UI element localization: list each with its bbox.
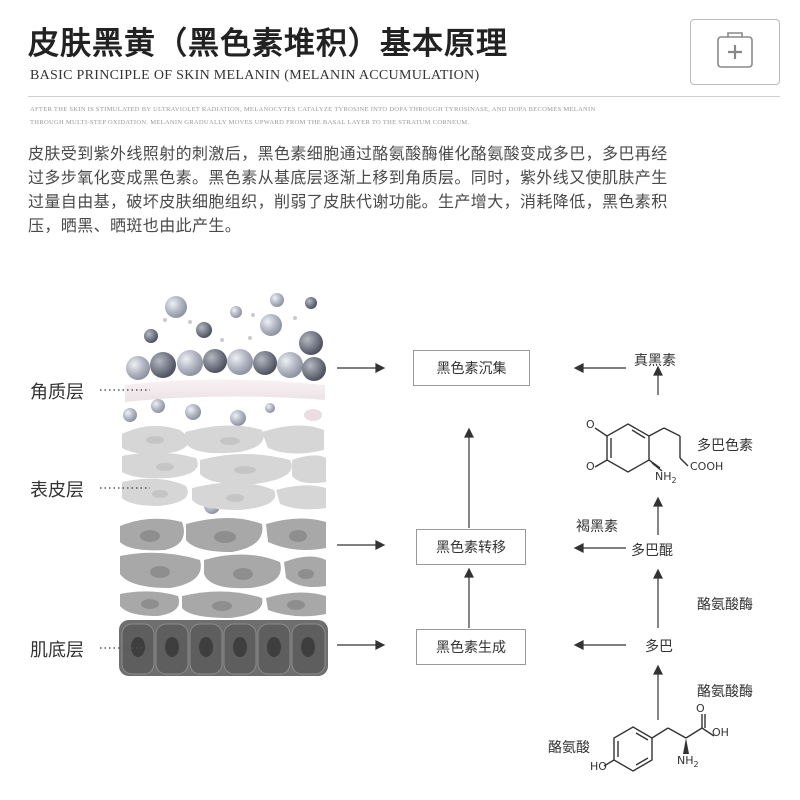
dopa-label: 多巴 <box>645 639 673 655</box>
chem-nh-label: NH2 <box>655 470 677 486</box>
description-line-1: 皮肤受到紫外线照射的刺激后，黑色素细胞通过酪氨酸酶催化酪氨酸变成多巴，多巴再经 <box>28 144 668 163</box>
chem-oh-label: OH <box>712 726 729 739</box>
fine-print-line-1: AFTER THE SKIN IS STIMULATED BY ULTRAVIO… <box>30 106 596 113</box>
dopachrome-structure <box>594 423 689 473</box>
header-divider <box>28 96 780 97</box>
layer-leader-lines <box>100 389 150 649</box>
first-aid-kit-icon <box>690 19 780 85</box>
melanin-granules <box>144 293 323 355</box>
melanin-transfer-box: 黑色素转移 <box>416 529 526 565</box>
corneum-band <box>125 379 325 402</box>
description-line-3: 过量自由基，破坏皮肤细胞组织，削弱了皮肤代谢功能。生产增大，消耗降低，黑色素积 <box>28 192 668 211</box>
basal-layer-cells <box>119 620 328 676</box>
flow-arrows <box>337 363 663 720</box>
layer-label-epidermis: 表皮层 <box>30 480 84 501</box>
description-line-2: 过多步氧化变成黑色素。黑色素从基底层逐渐上移到角质层。同时，紫外线又使肌肤产生 <box>28 168 668 187</box>
eumelanin-label: 真黑素 <box>634 353 676 369</box>
layer-label-corneum: 角质层 <box>30 382 84 403</box>
dopaquinone-label: 多巴醌 <box>631 543 673 559</box>
tyrosine-label: 酪氨酸 <box>548 740 590 756</box>
first-aid-kit-graphic <box>717 32 753 68</box>
pheomelanin-label: 褐黑素 <box>576 519 618 535</box>
melanin-production-box: 黑色素生成 <box>416 629 526 665</box>
corneum-granule-row <box>126 349 326 381</box>
chem-ho-label: HO <box>590 760 607 773</box>
description-line-4: 压，晒黑、晒斑也由此产生。 <box>28 216 242 235</box>
chem-oxygen-2: O <box>586 460 595 473</box>
chem-amine-label: NH2 <box>677 754 699 770</box>
chem-oxygen-1: O <box>586 418 595 431</box>
chem-carbonyl-o: O <box>696 702 705 715</box>
page-subtitle: BASIC PRINCIPLE OF SKIN MELANIN (MELANIN… <box>30 68 480 83</box>
page-title: 皮肤黑黄（黑色素堆积）基本原理 <box>28 26 508 62</box>
melanin-deposit-box: 黑色素沉集 <box>413 350 530 386</box>
chem-cooh-label: COOH <box>690 460 724 473</box>
dopachrome-label: 多巴色素 <box>697 438 753 454</box>
layer-label-basal: 肌底层 <box>30 640 84 661</box>
tyrosine-structure <box>603 714 715 772</box>
fine-print-line-2: THROUGH MULTI-STEP OXIDATION. MELANIN GR… <box>30 119 470 126</box>
tyrosinase-label-lower: 酪氨酸酶 <box>697 684 753 700</box>
tyrosinase-label-upper: 酪氨酸酶 <box>697 597 753 613</box>
wedge-bond <box>683 738 689 754</box>
